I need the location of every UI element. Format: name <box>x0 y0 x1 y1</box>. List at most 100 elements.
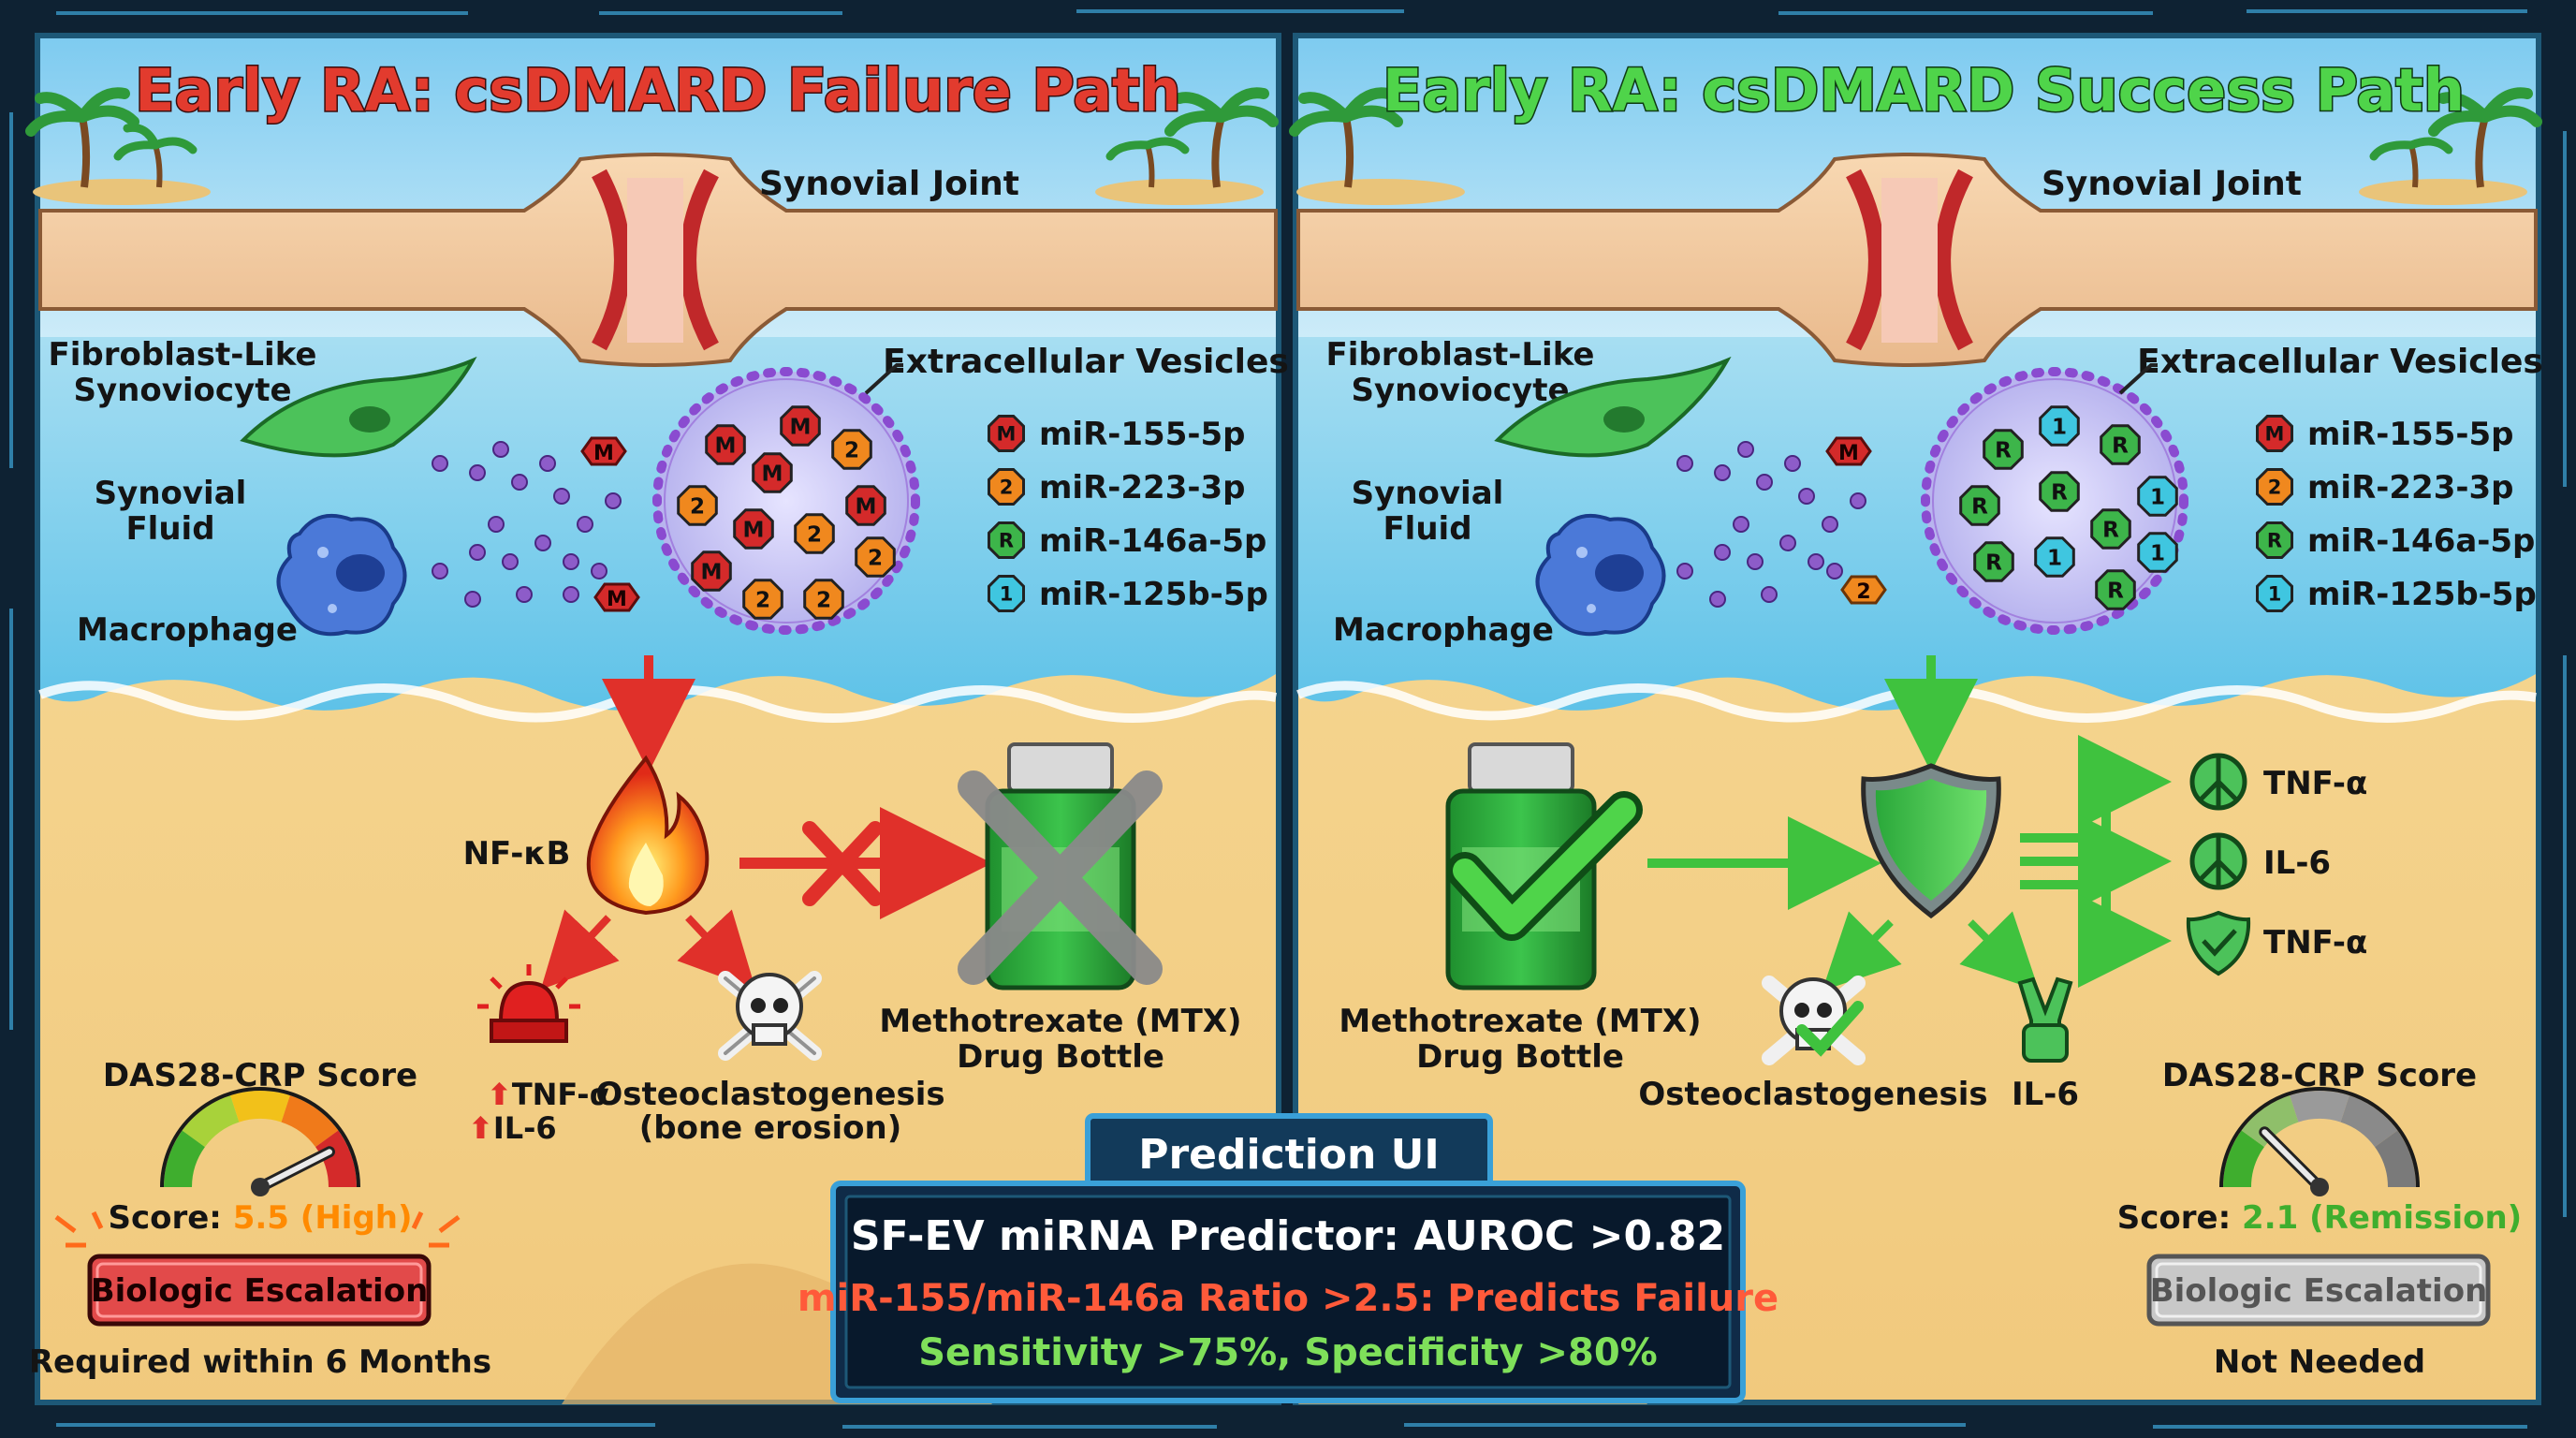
outcome-il6: IL-6 <box>2263 844 2331 882</box>
svg-text:2: 2 <box>1856 580 1870 604</box>
svg-text:R: R <box>2267 530 2282 552</box>
svg-text:M: M <box>997 423 1017 446</box>
mirna-badge: M <box>780 405 821 447</box>
mirna-badge: M <box>752 452 793 493</box>
legend-label: miR-125b-5p <box>1039 576 1268 613</box>
svg-text:M: M <box>2265 423 2285 446</box>
arrow-icon <box>1959 911 2040 991</box>
il6-label-right: IL-6 <box>2012 1076 2079 1113</box>
drug-label-right-line2: Drug Bottle <box>1416 1038 1624 1076</box>
legend-label: miR-146a-5p <box>2307 522 2535 560</box>
peace-icon <box>2017 976 2073 1063</box>
ev-particles-left <box>432 441 622 608</box>
svg-text:2: 2 <box>2268 477 2282 499</box>
mirna-badge: 1 <box>2256 575 2293 612</box>
mirna-badge: 1 <box>2039 405 2080 447</box>
arrow-icon <box>2020 735 2172 988</box>
circuit-decoration <box>9 9 2567 1429</box>
legend-label: miR-146a-5p <box>1039 522 1266 560</box>
prediction-line-auroc: SF-EV miRNA Predictor: AUROC >0.82 <box>851 1212 1725 1260</box>
escalation-note-left: Required within 6 Months <box>29 1343 491 1381</box>
biologic-escalation-button-left[interactable]: Biologic Escalation <box>87 1254 432 1327</box>
svg-text:1: 1 <box>2150 485 2165 509</box>
osteo-label-left-line2: (bone erosion) <box>639 1109 902 1147</box>
check-icon <box>1446 791 1643 941</box>
mirna-badge: 1 <box>2137 476 2178 517</box>
mirna-badge: M <box>988 415 1025 452</box>
svg-text:2: 2 <box>844 438 859 462</box>
fibroblast-icon <box>240 356 477 458</box>
svg-text:M: M <box>743 518 765 542</box>
peace-icon <box>2189 753 2247 811</box>
macrophage-icon <box>276 513 407 637</box>
svg-text:M: M <box>762 462 783 486</box>
fibroblast-icon <box>1494 356 1732 458</box>
biologic-escalation-button-right[interactable]: Biologic Escalation <box>2146 1254 2491 1327</box>
score-line-right: Score: 2.1 (Remission) <box>2117 1199 2522 1237</box>
mirna-badge: R <box>1973 541 2014 582</box>
svg-text:R: R <box>2112 433 2129 458</box>
mirna-badge: 2 <box>831 429 872 470</box>
svg-text:M: M <box>1838 442 1859 465</box>
gauge-icon <box>160 1087 360 1196</box>
svg-text:R: R <box>2107 579 2124 603</box>
skull-icon <box>1762 976 1866 1065</box>
arrow-icon <box>540 909 620 990</box>
drug-label-left-line1: Methotrexate (MTX) <box>879 1003 1241 1040</box>
svg-text:2: 2 <box>868 546 883 570</box>
svg-text:1: 1 <box>2047 546 2062 570</box>
mirna-badge-free: M M <box>580 436 640 612</box>
cytokine-up-2: ⬆IL-6 <box>468 1110 557 1146</box>
legend-label: miR-125b-5p <box>2307 576 2537 613</box>
svg-text:M: M <box>856 494 877 519</box>
svg-text:1: 1 <box>1000 583 1014 606</box>
macrophage-icon <box>1535 513 1666 637</box>
prediction-panel: Prediction UI SF-EV miRNA Predictor: AUR… <box>798 1113 1778 1403</box>
escalation-button-label-right: Biologic Escalation <box>2150 1272 2488 1310</box>
fls-label-line2: Synoviocyte <box>73 372 291 409</box>
svg-text:R: R <box>1971 494 1988 519</box>
shield-icon <box>1861 763 2001 919</box>
prediction-tab: Prediction UI <box>1138 1131 1440 1179</box>
palm-tree-icon <box>25 87 211 205</box>
mirna-badge: R <box>2095 569 2136 610</box>
drug-label-left-line2: Drug Bottle <box>957 1038 1164 1076</box>
mirna-badge: M <box>705 424 746 465</box>
arrow-icon <box>1822 911 1902 991</box>
svg-text:R: R <box>999 530 1014 552</box>
osteo-label-left-line1: Osteoclastogenesis <box>595 1076 944 1113</box>
gauge-icon <box>2219 1087 2420 1196</box>
mirna-badge: M <box>691 550 732 592</box>
outcome-tnf-1: TNF-α <box>2263 765 2367 802</box>
fluid-label-line1-right: Synovial <box>1352 475 1504 512</box>
peace-icon <box>2189 832 2247 890</box>
svg-text:2: 2 <box>755 588 770 612</box>
mirna-badge: 2 <box>2256 468 2293 506</box>
svg-text:2: 2 <box>816 588 831 612</box>
mirna-badge: 1 <box>2034 536 2075 578</box>
ev-label-left: Extracellular Vesicles <box>883 343 1289 381</box>
skull-icon <box>718 971 822 1061</box>
ev-label-right: Extracellular Vesicles <box>2137 343 2543 381</box>
palm-tree-icon <box>2359 87 2542 205</box>
svg-text:R: R <box>2051 480 2068 505</box>
synovial-joint-right <box>1296 153 2538 367</box>
ev-particles-right <box>1676 441 1866 608</box>
svg-text:M: M <box>701 560 723 584</box>
arrow-icon <box>677 909 756 990</box>
mirna-badge: M <box>733 508 774 550</box>
fls-label-line1-right: Fibroblast-Like <box>1326 336 1595 374</box>
svg-text:1: 1 <box>2268 583 2282 606</box>
legend-label: miR-223-3p <box>1039 469 1245 506</box>
mirna-badge: 2 <box>855 536 896 578</box>
mirna-badge: R <box>988 521 1025 559</box>
cytokine-up-1: ⬆TNF-α <box>487 1077 610 1112</box>
success-title: Early RA: csDMARD Success Path <box>1383 56 2465 125</box>
svg-text:R: R <box>2102 518 2119 542</box>
ev-pointer-right <box>2118 363 2158 395</box>
svg-text:2: 2 <box>807 522 822 547</box>
